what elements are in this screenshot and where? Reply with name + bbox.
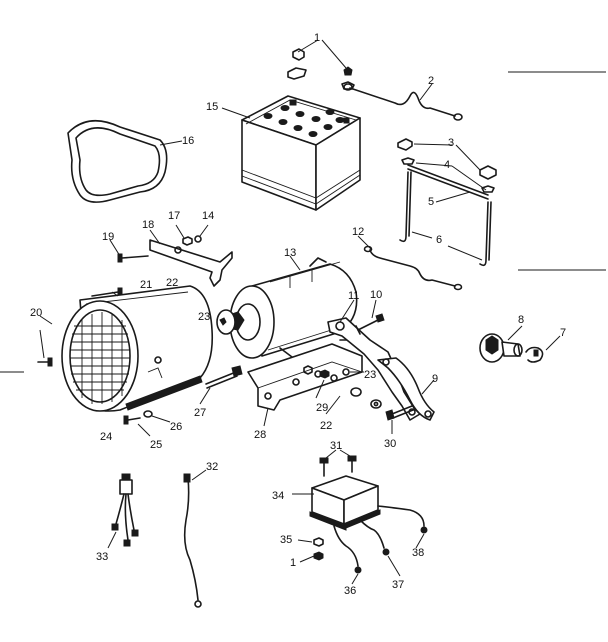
callout-12: 12 [352,226,364,238]
callout-30: 30 [384,438,396,450]
drive-belt [67,120,168,203]
callout-31: 31 [330,440,342,452]
callout-23: 23 [198,311,210,323]
callout-5: 5 [428,196,434,208]
connector-harness [111,473,139,547]
battery-cable [343,83,463,121]
ignition-switch [479,333,523,363]
callout-19: 19 [102,231,114,243]
adjusting-strap [377,357,435,421]
voltage-regulator [309,475,428,574]
callout-4: 4 [444,159,450,171]
callout-33: 33 [96,551,108,563]
switch-key [525,346,544,363]
callout-11: 11 [348,290,359,302]
bolt [355,313,385,335]
ground-wire [183,473,202,608]
plate-hardware [319,368,382,409]
callout-7: 7 [560,327,566,339]
generator-brace [327,317,421,421]
callout-24: 24 [100,431,112,443]
callout-22: 22 [166,277,178,289]
callout-1: 1 [314,32,320,44]
terminal-nuts [287,48,355,90]
callout-22-lower: 22 [320,420,332,432]
battery [241,95,361,211]
callout-13: 13 [284,247,296,259]
callout-1-lower: 1 [290,557,296,569]
upper-bracket [117,235,233,287]
pulley-guard [61,285,214,412]
callout-14: 14 [202,210,214,222]
callout-17: 17 [168,210,180,222]
callout-23-lower: 23 [364,369,376,381]
callout-29: 29 [316,402,328,414]
callout-36: 36 [344,585,356,597]
callout-28: 28 [254,429,266,441]
battery-caps [263,99,350,137]
regulator-screws [319,455,357,477]
callout-15: 15 [206,101,218,113]
battery-hold-down [397,138,497,267]
callout-38: 38 [412,547,424,559]
callout-9: 9 [432,373,438,385]
callout-27: 27 [194,407,206,419]
callout-2: 2 [428,75,434,87]
callout-37: 37 [392,579,404,591]
mounting-plate [247,343,363,411]
long-bolt [205,365,243,389]
callout-25: 25 [150,439,162,451]
callout-18: 18 [142,219,154,231]
regulator-nuts [313,537,324,561]
callout-32: 32 [206,461,218,473]
callout-16: 16 [182,135,194,147]
callout-8: 8 [518,314,524,326]
callout-20: 20 [30,307,42,319]
strap-bolt [385,405,414,421]
guard-screw [123,410,153,425]
wire-harness [363,245,463,291]
callout-6: 6 [436,234,442,246]
callout-35: 35 [280,534,292,546]
screw [37,357,53,367]
guard-grille [70,312,130,404]
callout-3: 3 [448,137,454,149]
callout-34: 34 [272,490,284,502]
callout-21: 21 [140,279,152,291]
callout-10: 10 [370,289,382,301]
generator [216,257,358,361]
callout-26: 26 [170,421,182,433]
